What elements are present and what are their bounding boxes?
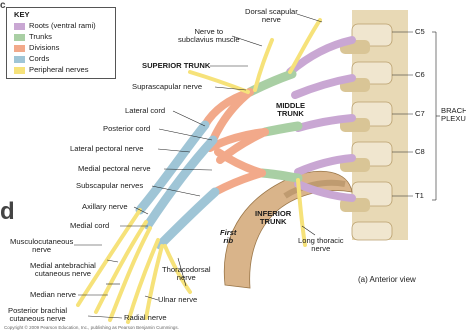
cropped-panel-letter-mid: d [0, 198, 15, 226]
legend-title: KEY [14, 10, 30, 19]
legend-item-cords: Cords [14, 54, 49, 63]
label-long-thoracic: Long thoracic nerve [298, 237, 344, 254]
legend-label: Trunks [29, 32, 52, 41]
label-median: Median nerve [30, 291, 76, 299]
legend-item-roots: Roots (ventral rami) [14, 21, 96, 30]
legend-swatch [14, 34, 25, 41]
first-rib-shape [224, 171, 352, 288]
label-suprascapular: Suprascapular nerve [132, 83, 202, 91]
legend-swatch [14, 45, 25, 52]
label-middle-trunk: MIDDLE TRUNK [276, 102, 305, 119]
legend-swatch [14, 23, 25, 30]
legend-item-divisions: Divisions [14, 43, 59, 52]
label-posterior-cord: Posterior cord [103, 125, 150, 133]
copyright-notice: Copyright © 2009 Pearson Education, Inc.… [4, 325, 179, 330]
label-medial-antebrachial: Medial antebrachial cutaneous nerve [30, 262, 96, 279]
legend-label: Divisions [29, 43, 59, 52]
label-anterior-view: (a) Anterior view [358, 276, 416, 284]
label-axillary: Axillary nerve [82, 203, 128, 211]
label-musculocutaneous: Musculocutaneous nerve [10, 238, 73, 255]
label-medial-cord: Medial cord [70, 222, 109, 230]
label-posterior-brachial: Posterior brachial cutaneous nerve [8, 307, 67, 324]
legend-swatch [14, 56, 25, 63]
cropped-panel-letter-top: c [0, 0, 6, 11]
label-c6: C6 [415, 71, 425, 79]
legend-item-peripheral-nerves: Peripheral nerves [14, 65, 89, 74]
label-brachial-plexus: BRACHIAL PLEXUS [441, 107, 466, 124]
label-first-rib: First rib [220, 229, 236, 246]
label-ulnar: Ulnar nerve [158, 296, 197, 304]
label-lateral-cord: Lateral cord [125, 107, 165, 115]
label-radial: Radial nerve [124, 314, 167, 322]
label-t1: T1 [415, 192, 424, 200]
legend-item-trunks: Trunks [14, 32, 52, 41]
legend-key: KEY Roots (ventral rami) Trunks Division… [6, 7, 116, 79]
label-c5: C5 [415, 28, 425, 36]
label-medial-pectoral: Medial pectoral nerve [78, 165, 151, 173]
legend-swatch [14, 67, 25, 74]
legend-label: Peripheral nerves [29, 65, 89, 74]
legend-label: Roots (ventral rami) [29, 21, 96, 30]
label-dorsal-scapular: Dorsal scapular nerve [245, 8, 298, 25]
label-nerve-to-subclavius: Nerve to subclavius muscle [178, 28, 240, 45]
label-thoracodorsal: Thoracodorsal nerve [162, 266, 211, 283]
label-lateral-pectoral: Lateral pectoral nerve [70, 145, 143, 153]
label-c7: C7 [415, 110, 425, 118]
trunks [250, 74, 298, 178]
label-subscapular: Subscapular nerves [76, 182, 143, 190]
label-inferior-trunk: INFERIOR TRUNK [255, 210, 291, 227]
label-superior-trunk: SUPERIOR TRUNK [142, 62, 210, 70]
legend-label: Cords [29, 54, 49, 63]
label-c8: C8 [415, 148, 425, 156]
